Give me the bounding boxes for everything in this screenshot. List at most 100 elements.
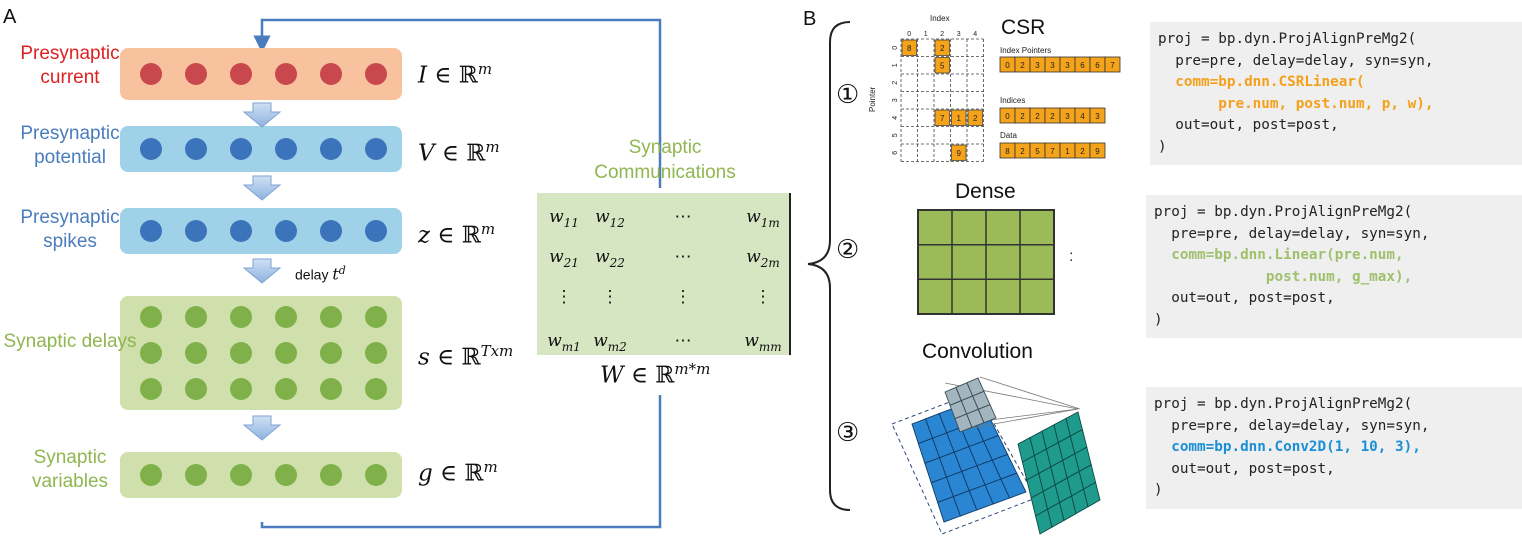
csr-cell-value: 9 <box>957 149 962 158</box>
csr-indices-value: 2 <box>1050 112 1055 121</box>
csr-nonzero-cell <box>934 39 950 56</box>
csr-data-value: 5 <box>1035 147 1040 156</box>
neuron-dot <box>230 464 252 486</box>
csr-indices-value: 0 <box>1005 112 1010 121</box>
layer-label-1: Presynaptic potential <box>20 123 120 168</box>
matrix-cell: wm2 <box>593 331 627 354</box>
layer-box-1 <box>120 126 402 172</box>
option-number-2: ② <box>836 235 860 265</box>
neuron-dot <box>185 138 207 160</box>
neuron-dot <box>320 464 342 486</box>
csr-pointers-value: 7 <box>1110 61 1115 70</box>
csr-indices-cell <box>1089 107 1106 124</box>
neuron-dot <box>230 342 252 364</box>
neuron-dot <box>140 378 162 400</box>
code-csr-tail-0: out=out, post=post, <box>1158 117 1339 133</box>
code-csr-hl-0: comm=bp.dnn.CSRLinear( <box>1158 74 1365 90</box>
layer-math-0: I ∈ ℝm <box>418 60 493 89</box>
neuron-dot <box>230 138 252 160</box>
neuron-dot <box>365 464 387 486</box>
layer-label-3: Synaptic delays <box>3 331 137 352</box>
neuron-dot <box>185 63 207 85</box>
neuron-dot <box>275 63 297 85</box>
code-csr-tail-1: ) <box>1158 138 1167 155</box>
csr-data-value: 7 <box>1050 147 1055 156</box>
csr-indices-value: 2 <box>1035 112 1040 121</box>
option-number-3: ③ <box>836 418 860 448</box>
option-number-1: ① <box>836 80 860 110</box>
code-block-conv: proj = bp.dyn.ProjAlignPreMg2( pre=pre, … <box>1146 387 1522 509</box>
neuron-dot <box>230 378 252 400</box>
layer-box-4 <box>120 452 402 498</box>
down-arrow-1 <box>242 175 282 201</box>
code-dense-hl-1: post.num, g_max), <box>1154 268 1413 285</box>
code-dense-line-0: proj = bp.dyn.ProjAlignPreMg2( <box>1154 204 1413 220</box>
csr-col-index: 1 <box>924 31 928 38</box>
curly-brace <box>807 21 851 511</box>
neuron-dot <box>140 306 162 328</box>
layer-label-2: Presynaptic spikes <box>20 207 120 252</box>
neuron-dot <box>275 342 297 364</box>
neuron-dot <box>140 464 162 486</box>
csr-row-index: 1 <box>892 63 899 67</box>
csr-col-index: 3 <box>957 31 961 38</box>
neuron-dot <box>185 342 207 364</box>
csr-cell-value: 5 <box>940 61 945 70</box>
comm-title: Synaptic Communications <box>594 137 736 183</box>
csr-pointers-value: 0 <box>1005 61 1010 70</box>
layer-math-1: V ∈ ℝm <box>418 138 500 167</box>
neuron-dot <box>320 220 342 242</box>
delay-label: delay td <box>295 264 346 284</box>
csr-data-value: 8 <box>1005 147 1010 156</box>
option-title-convolution: Convolution <box>922 340 1033 363</box>
csr-data-cell <box>1089 142 1106 159</box>
csr-nonzero-cell <box>951 109 967 126</box>
code-csr-hl-1: pre.num, post.num, p, w), <box>1158 95 1434 112</box>
csr-row-index: 2 <box>892 81 899 85</box>
conv-input-cell <box>1000 472 1027 499</box>
layer-math-2: z ∈ ℝm <box>418 220 496 249</box>
csr-nonzero-cell <box>901 39 917 56</box>
csr-row-index: 0 <box>892 46 899 50</box>
option-title-dense: Dense <box>955 180 1016 203</box>
csr-cell-value: 7 <box>940 114 945 123</box>
csr-cell-value: 2 <box>973 114 978 123</box>
csr-cell-value: 2 <box>940 44 945 53</box>
neuron-dot <box>275 138 297 160</box>
neuron-dot <box>230 306 252 328</box>
dense-grid <box>917 209 1055 315</box>
matrix-cell: w11 <box>549 207 579 230</box>
csr-indices-value: 4 <box>1080 112 1085 121</box>
panel-b-letter: B <box>803 8 817 30</box>
csr-indices-value: 3 <box>1065 112 1070 121</box>
neuron-dot <box>185 220 207 242</box>
code-dense-hl-0: comm=bp.dnn.Linear(pre.num, <box>1154 247 1404 263</box>
code-conv-line-0: proj = bp.dyn.ProjAlignPreMg2( <box>1154 396 1413 412</box>
csr-nonzero-cell <box>967 109 983 126</box>
csr-data-value: 2 <box>1080 147 1085 156</box>
matrix-cell: wm1 <box>547 331 581 354</box>
csr-pointers-value: 3 <box>1035 61 1040 70</box>
conv-kernel-cell <box>977 404 997 424</box>
neuron-dot <box>140 342 162 364</box>
matrix-cell: wmm <box>744 331 781 354</box>
csr-data-label: Data <box>1000 131 1017 140</box>
layer-math-3: s ∈ ℝTxm <box>418 342 514 371</box>
code-dense-tail-1: ) <box>1154 311 1163 328</box>
neuron-dot <box>275 220 297 242</box>
down-arrow-2 <box>242 258 282 284</box>
option-title-csr: CSR <box>1001 16 1046 39</box>
layer-math-4: g ∈ ℝm <box>418 458 498 487</box>
matrix-cell: w22 <box>595 247 625 270</box>
matrix-cell: ⋮ <box>675 287 692 307</box>
neuron-dot <box>140 63 162 85</box>
code-dense-tail-0: out=out, post=post, <box>1154 290 1335 306</box>
csr-nonzero-cell <box>934 57 950 74</box>
csr-row-index: 4 <box>892 116 899 120</box>
neuron-dot <box>365 306 387 328</box>
csr-data-value: 9 <box>1095 147 1100 156</box>
neuron-dot <box>320 138 342 160</box>
csr-row-index: 5 <box>892 133 899 137</box>
neuron-dot <box>365 342 387 364</box>
